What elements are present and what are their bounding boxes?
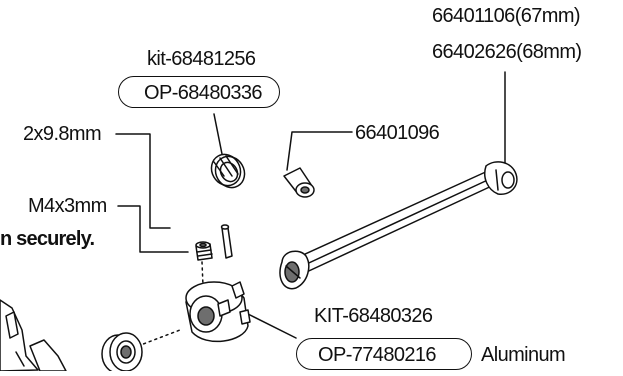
drive-cup-part: [185, 281, 251, 343]
hub-carrier-part: [0, 299, 67, 372]
cross-pin-part: [283, 167, 315, 198]
leader-line-bearing: [213, 113, 223, 155]
bearing-ring-part: [210, 153, 246, 189]
option-part-top: OP-68480336: [144, 82, 263, 104]
screw-size-label: M4x3mm: [28, 195, 107, 217]
tighten-securely-note: n securely.: [0, 228, 95, 250]
pin-size-label: 2x9.8mm: [23, 123, 102, 145]
leader-line-cross-pin: [286, 131, 353, 171]
leader-line-screw: [117, 205, 189, 253]
kit-number-top: kit-68481256: [147, 48, 256, 70]
part-number-68mm: 66402626(68mm): [432, 41, 582, 63]
cross-pin-number: 66401096: [355, 122, 440, 144]
material-label: Aluminum: [481, 344, 566, 366]
dogbone-shaft: [279, 161, 518, 290]
op-top-outline: [118, 76, 280, 108]
option-part-bottom: OP-77480216: [318, 344, 437, 366]
kit-number-bottom: KIT-68480326: [314, 305, 433, 327]
leader-line-cup: [245, 312, 297, 339]
leader-line-pin: [115, 133, 171, 229]
part-number-67mm: 66401106(67mm): [432, 5, 581, 27]
dashed-assembly-line: [137, 261, 204, 347]
pin-part: [220, 224, 233, 259]
op-bottom-outline: [296, 338, 472, 370]
bearing-bottom-part: [101, 332, 143, 374]
set-screw-part: [195, 241, 213, 261]
